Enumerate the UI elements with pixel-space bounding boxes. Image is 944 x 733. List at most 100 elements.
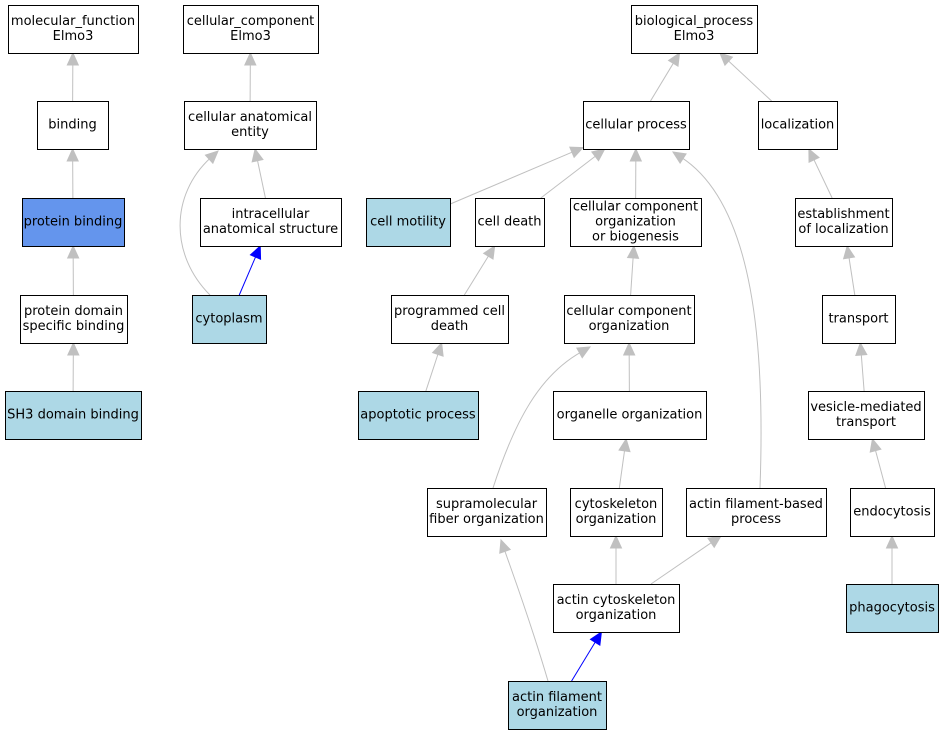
node-label: endocytosis	[853, 505, 931, 520]
node-label: SH3 domain binding	[7, 408, 139, 423]
arrowhead	[482, 244, 496, 260]
edge-protein_binding-to-binding	[66, 147, 79, 199]
edge-line	[681, 156, 762, 489]
go-term-node-cm[interactable]: cell motility	[366, 198, 451, 247]
node-box	[427, 488, 547, 537]
arrowhead	[622, 341, 636, 356]
edge-line	[256, 158, 266, 199]
arrowhead	[855, 341, 868, 356]
edge-line	[650, 61, 675, 102]
node-label: organization	[595, 215, 676, 230]
node-label: entity	[231, 125, 269, 140]
edge-line	[874, 448, 887, 489]
edge-line	[860, 352, 865, 392]
node-box	[508, 681, 607, 730]
edge-line	[726, 59, 772, 102]
edge-line	[238, 254, 257, 296]
arrowhead	[869, 437, 882, 453]
go-term-node-phago[interactable]: phagocytosis	[846, 584, 939, 633]
node-label: molecular_function	[11, 14, 135, 29]
node-label: cellular component	[573, 200, 698, 215]
node-box	[583, 101, 690, 150]
go-term-node-binding[interactable]: binding	[37, 101, 109, 150]
node-label: transport	[836, 415, 896, 430]
edge-line	[618, 448, 626, 489]
go-term-node-cytoplasm[interactable]: cytoplasm	[192, 295, 267, 344]
node-box	[475, 198, 545, 247]
edge-aco-to-afbp	[650, 535, 722, 585]
node-label: establishment	[797, 207, 889, 222]
node-label: cellular anatomical	[188, 110, 312, 125]
go-term-node-sh3[interactable]: SH3 domain binding	[5, 391, 142, 440]
node-box	[795, 198, 893, 247]
arrowhead	[249, 244, 262, 260]
arrowhead	[626, 244, 640, 259]
node-label: actin cytoskeleton	[557, 593, 676, 608]
edge-vmt-to-transport	[855, 341, 868, 392]
node-label: transport	[828, 312, 888, 327]
arrowhead	[66, 147, 79, 162]
edge-co-to-oo	[618, 437, 631, 489]
go-term-node-loc[interactable]: localization	[758, 101, 838, 150]
edge-sfo-to-cco	[492, 346, 592, 489]
arrowhead	[204, 150, 219, 165]
edge-line	[812, 157, 833, 199]
edge-line	[463, 254, 490, 296]
node-box	[564, 295, 695, 344]
node-box	[37, 101, 109, 150]
node-label: intracellular	[232, 207, 310, 222]
node-box	[631, 5, 758, 54]
edge-afbp-to-cp	[671, 151, 762, 489]
node-label: programmed cell	[394, 304, 505, 319]
node-label: cell death	[477, 215, 541, 230]
go-term-node-transport[interactable]: transport	[822, 295, 896, 344]
edge-sh3-to-pdsb	[67, 341, 80, 392]
go-term-node-cp[interactable]: cellular process	[583, 101, 690, 150]
edge-line	[650, 541, 714, 585]
edge-line	[503, 549, 549, 682]
node-label: protein binding	[24, 215, 123, 230]
node-label: process	[731, 512, 781, 527]
go-term-node-oo[interactable]: organelle organization	[553, 391, 707, 440]
go-term-node-ap[interactable]: apoptotic process	[358, 391, 479, 440]
arrowhead	[885, 534, 899, 549]
edge-line	[630, 255, 634, 296]
go-term-node-cd[interactable]: cell death	[475, 198, 545, 247]
node-label: cytoplasm	[195, 312, 262, 327]
edge-loc-to-bp	[718, 52, 772, 102]
go-term-node-protein_binding[interactable]: protein binding	[22, 198, 125, 247]
edge-line	[425, 352, 439, 392]
go-term-node-endo[interactable]: endocytosis	[850, 488, 935, 537]
edge-oo-to-cco	[622, 341, 636, 392]
arrowhead	[67, 341, 80, 356]
node-label: protein domain	[24, 304, 123, 319]
node-label: cellular process	[585, 118, 687, 133]
node-box	[808, 391, 925, 440]
node-box	[22, 198, 125, 247]
node-label: organization	[576, 512, 657, 527]
node-label: biological_process	[635, 14, 754, 29]
node-label: apoptotic process	[360, 408, 476, 423]
arrowhead	[244, 51, 257, 66]
arrowhead	[671, 151, 687, 165]
node-box	[391, 295, 509, 344]
arrowhead	[707, 535, 722, 549]
node-label: cellular component	[566, 304, 691, 319]
